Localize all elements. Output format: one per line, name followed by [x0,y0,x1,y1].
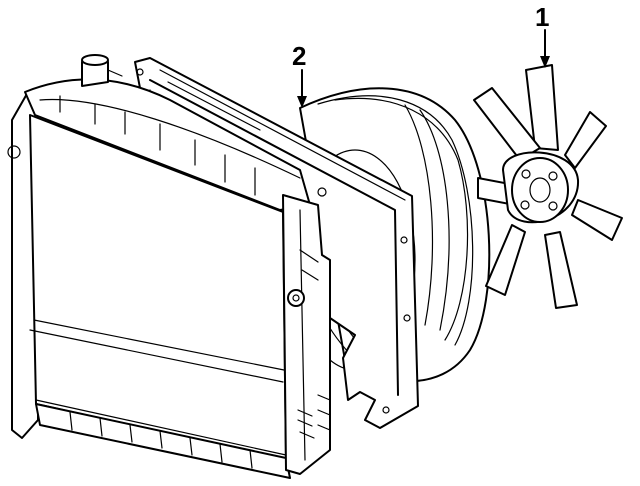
radiator [7,54,331,479]
callout-1: 1 [535,2,550,68]
callout-2-label: 2 [292,41,306,71]
callout-2: 2 [292,41,307,108]
callout-1-arrowhead [540,56,550,68]
callout-1-label: 1 [535,2,549,32]
fan-blade [473,64,623,309]
callout-2-arrowhead [297,96,307,108]
